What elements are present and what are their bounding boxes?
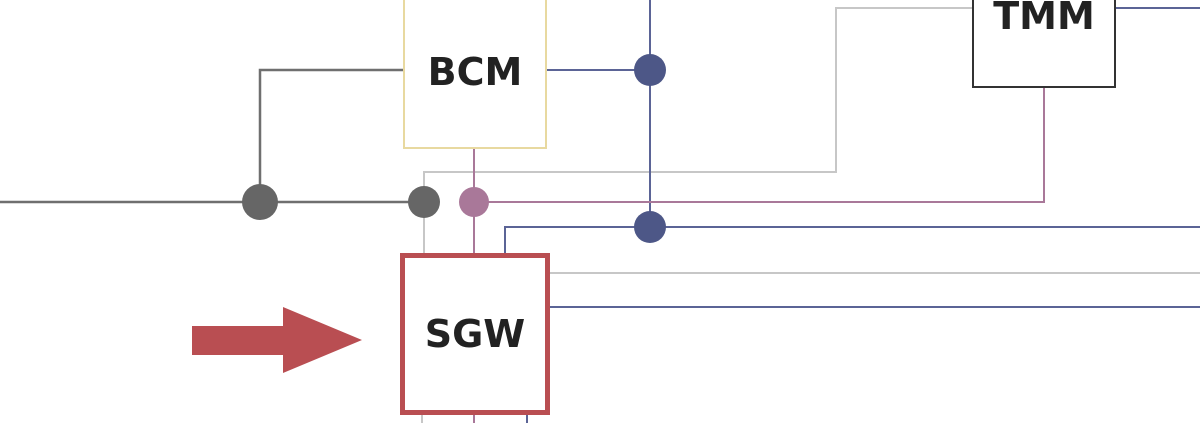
tmm-label: TMM <box>993 0 1095 38</box>
bcm-module: BCM <box>403 0 547 149</box>
tmm-module: TMM <box>972 0 1116 88</box>
highlight-arrow-icon <box>192 307 362 373</box>
pink-wires <box>473 88 1045 423</box>
junction-grey-right <box>408 186 440 218</box>
junction-pink <box>459 187 489 217</box>
junction-blue-bottom <box>634 211 666 243</box>
sgw-label: SGW <box>424 312 526 356</box>
pink-wire-tmm <box>474 88 1045 203</box>
junction-grey-left <box>242 184 278 220</box>
junction-blue-top <box>634 54 666 86</box>
grey-bus-branch-bcm <box>258 68 403 202</box>
blue-bus-wires <box>504 0 1200 423</box>
grey-bus-wires <box>0 68 425 204</box>
bcm-label: BCM <box>427 49 523 94</box>
sgw-module: SGW <box>400 253 550 415</box>
blue-bus-sgw <box>504 226 1200 255</box>
